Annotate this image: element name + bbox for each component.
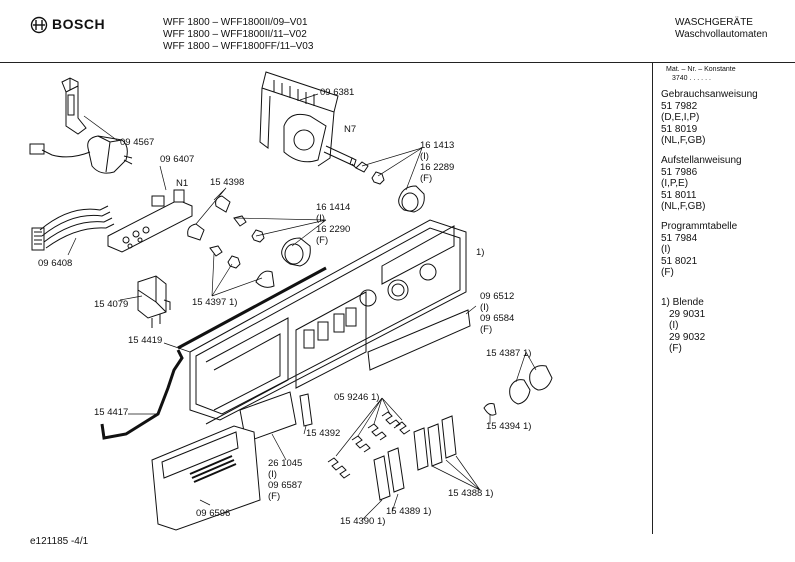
label-strip-icon (367, 309, 471, 371)
label-096512: 09 6512 (480, 291, 514, 302)
part-154392-icon (299, 393, 313, 427)
latch-parts-icon (373, 415, 457, 501)
section-title: Aufstellanweisung (661, 155, 742, 166)
label-162290-f: (F) (316, 235, 328, 246)
footer-ref: e121185 -4/1 (30, 536, 89, 547)
label-154079: 15 4079 (94, 299, 128, 310)
section-title: 1) Blende (661, 297, 704, 308)
section-title: Gebrauchsanweisung (661, 89, 758, 100)
mat-header: Mat. – Nr. – Konstante (666, 66, 736, 73)
label-161413: 16 1413 (420, 140, 454, 151)
brand-name: BOSCH (52, 16, 106, 32)
section-title: Programmtabelle (661, 221, 738, 232)
label-note-1: 1) (476, 247, 484, 258)
label-096512-i: (I) (480, 302, 489, 313)
model-line-3: WFF 1800 – WFF1800FF/11–V03 (163, 41, 314, 52)
section-blende: 1) Blende 29 9031 (I) 29 9032 (F) (661, 297, 706, 354)
label-096596: 09 6596 (196, 508, 230, 519)
capacitor-part-icon (29, 135, 133, 174)
drawer-front-icon (151, 425, 261, 531)
category-subtitle: Waschvollautomaten (675, 29, 768, 40)
leader-lines (67, 93, 537, 521)
circuit-board-n1-icon (107, 189, 193, 253)
label-161414: 16 1414 (316, 202, 350, 213)
label-096584-f: (F) (480, 324, 492, 335)
label-096408: 09 6408 (38, 258, 72, 269)
label-261045: 26 1045 (268, 458, 302, 469)
control-panel-frame-icon (189, 219, 467, 425)
label-1543941: 15 4394 1) (486, 421, 531, 432)
label-261045-i: (I) (268, 469, 277, 480)
label-162289: 16 2289 (420, 162, 454, 173)
label-0592461: 05 9246 1) (334, 392, 379, 403)
section-gebrauchsanweisung: Gebrauchsanweisung 51 7982 (D,E,I,P) 51 … (661, 89, 758, 146)
label-096381: 09 6381 (320, 87, 354, 98)
label-096587: 09 6587 (268, 480, 302, 491)
label-1543871: 15 4387 1) (486, 348, 531, 359)
ribbon-cable-icon (31, 205, 115, 251)
exploded-diagram: 09 6381 N7 09 4567 09 6407 N1 15 4398 16… (29, 71, 553, 531)
spring-parts-icon (327, 411, 411, 479)
control-module-n7-icon (259, 71, 357, 167)
label-094567: 09 4567 (120, 137, 154, 148)
rod-154419-icon (177, 266, 327, 350)
rod-154417-icon (100, 349, 184, 440)
switch-part-icon (137, 275, 171, 328)
label-096584: 09 6584 (480, 313, 514, 324)
label-096587-f: (F) (268, 491, 280, 502)
label-154419: 15 4419 (128, 335, 162, 346)
section-programmtabelle: Programmtabelle 51 7984 (I) 51 8021 (F) (661, 221, 738, 278)
model-line-2: WFF 1800 – WFF1800II/11–V02 (163, 29, 307, 40)
label-154417: 15 4417 (94, 407, 128, 418)
label-n7: N7 (344, 124, 356, 135)
label-1543971: 15 4397 1) (192, 297, 237, 308)
bracket-part-icon (61, 77, 87, 135)
label-1543881: 15 4388 1) (448, 488, 493, 499)
category-title: WASCHGERÄTE (675, 17, 753, 28)
label-162290: 16 2290 (316, 224, 350, 235)
section-aufstellanweisung: Aufstellanweisung 51 7986 (I,P,E) 51 801… (661, 155, 742, 212)
side-divider (652, 62, 653, 534)
model-line-1: WFF 1800 – WFF1800II/09–V01 (163, 17, 308, 28)
header-divider (0, 62, 795, 63)
label-096407: 09 6407 (160, 154, 194, 165)
knob-right-icon (483, 365, 553, 416)
label-154392: 15 4392 (306, 428, 340, 439)
label-161414-i: (I) (316, 213, 325, 224)
label-161413-i: (I) (420, 151, 429, 162)
mat-value: 3740 . . . . . . (672, 75, 711, 82)
knob-middle-icon (187, 195, 311, 288)
label-n1: N1 (176, 178, 188, 189)
label-1543891: 15 4389 1) (386, 506, 431, 517)
bosch-logo-icon (30, 16, 48, 39)
label-1543901: 15 4390 1) (340, 516, 385, 527)
label-162289-f: (F) (420, 173, 432, 184)
label-154398: 15 4398 (210, 177, 244, 188)
